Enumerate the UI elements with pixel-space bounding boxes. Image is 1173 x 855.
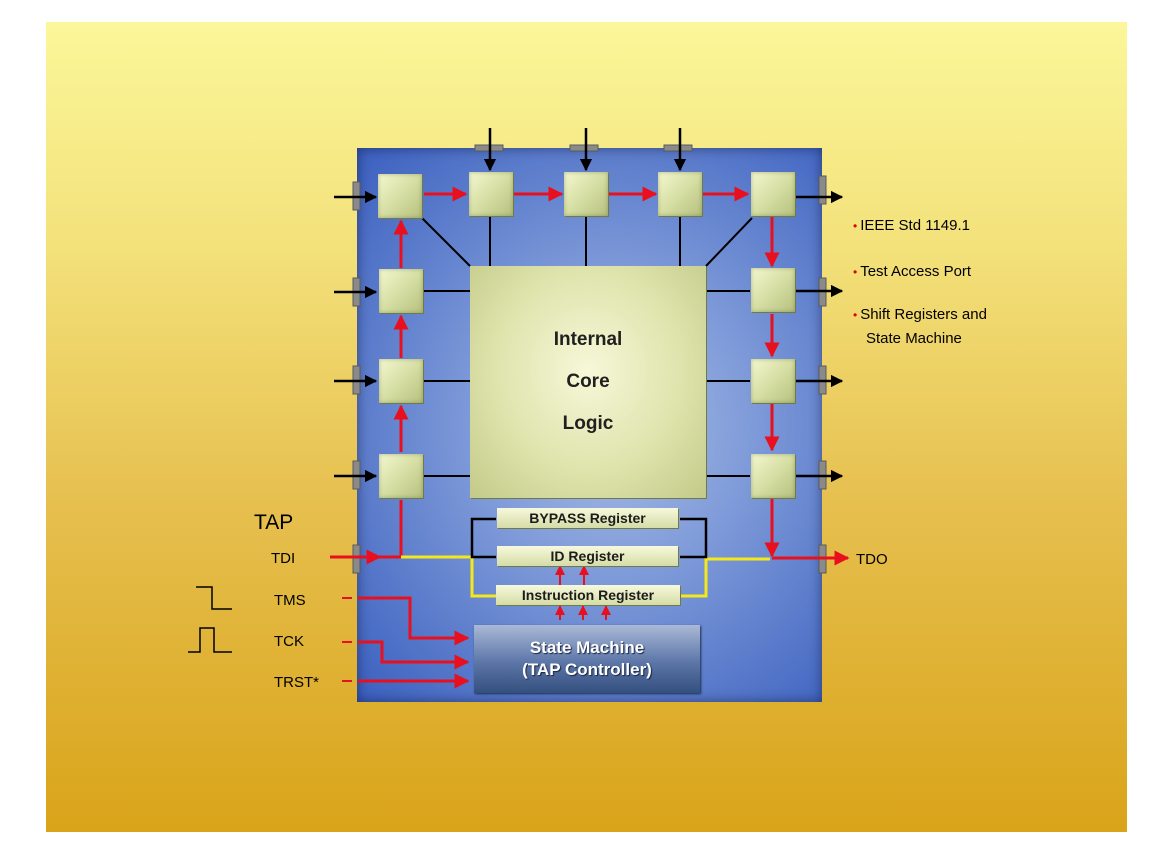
boundary-cell-left-4 <box>379 454 423 498</box>
bullet-dot-icon: • <box>853 308 858 322</box>
register-bracket <box>470 517 708 559</box>
boundary-cell-right-top <box>751 172 795 216</box>
control-lines <box>358 596 470 689</box>
tap-title: TAP <box>254 511 294 534</box>
boundary-cell-right-2 <box>751 268 795 312</box>
boundary-cell-left-top <box>378 174 422 218</box>
bullet-state-machine: State Machine <box>866 329 962 349</box>
core-connections <box>421 216 753 477</box>
core-label-line2: Core <box>566 371 610 392</box>
tms-label: TMS <box>274 592 306 609</box>
tck-waveform-icon <box>188 627 232 653</box>
trst-label: TRST* <box>274 674 319 691</box>
bullet-text: Test Access Port <box>860 263 972 280</box>
core-label-line3: Logic <box>562 413 614 434</box>
internal-core-logic: Internal Core Logic <box>470 266 706 498</box>
tck-label: TCK <box>274 633 304 650</box>
tdi-line <box>330 500 403 559</box>
bullet-text: Shift Registers and <box>860 306 987 323</box>
tap-controller-label: (TAP Controller) <box>522 660 652 679</box>
bullet-dot-icon: • <box>853 265 858 279</box>
boundary-cell-right-4 <box>751 454 795 498</box>
bullet-dot-icon: • <box>853 219 858 233</box>
tdo-label: TDO <box>856 551 888 568</box>
state-machine-tap-controller: State Machine (TAP Controller) <box>474 625 700 693</box>
boundary-cell-top-3 <box>658 172 702 216</box>
tms-waveform-icon <box>196 586 232 610</box>
boundary-cell-left-3 <box>379 359 423 403</box>
boundary-cell-top-2 <box>564 172 608 216</box>
bullet-ieee-std: •IEEE Std 1149.1 <box>853 216 970 236</box>
io-arrows <box>334 128 844 483</box>
bullet-text: State Machine <box>866 330 962 347</box>
bypass-register: BYPASS Register <box>497 508 678 528</box>
boundary-cell-left-2 <box>379 269 423 313</box>
bullet-test-access-port: •Test Access Port <box>853 262 971 282</box>
instruction-register: Instruction Register <box>496 585 680 605</box>
boundary-cell-right-3 <box>751 359 795 403</box>
state-machine-label: State Machine <box>529 638 645 657</box>
instruction-arrows <box>555 565 611 620</box>
id-register: ID Register <box>497 546 678 566</box>
bullet-shift-registers: •Shift Registers and <box>853 305 987 325</box>
bullet-text: IEEE Std 1149.1 <box>860 217 971 234</box>
tdi-label: TDI <box>271 550 296 567</box>
core-label-line1: Internal <box>553 329 623 350</box>
boundary-cell-top-1 <box>469 172 513 216</box>
bypass-path <box>401 555 770 598</box>
control-stubs <box>342 597 352 682</box>
